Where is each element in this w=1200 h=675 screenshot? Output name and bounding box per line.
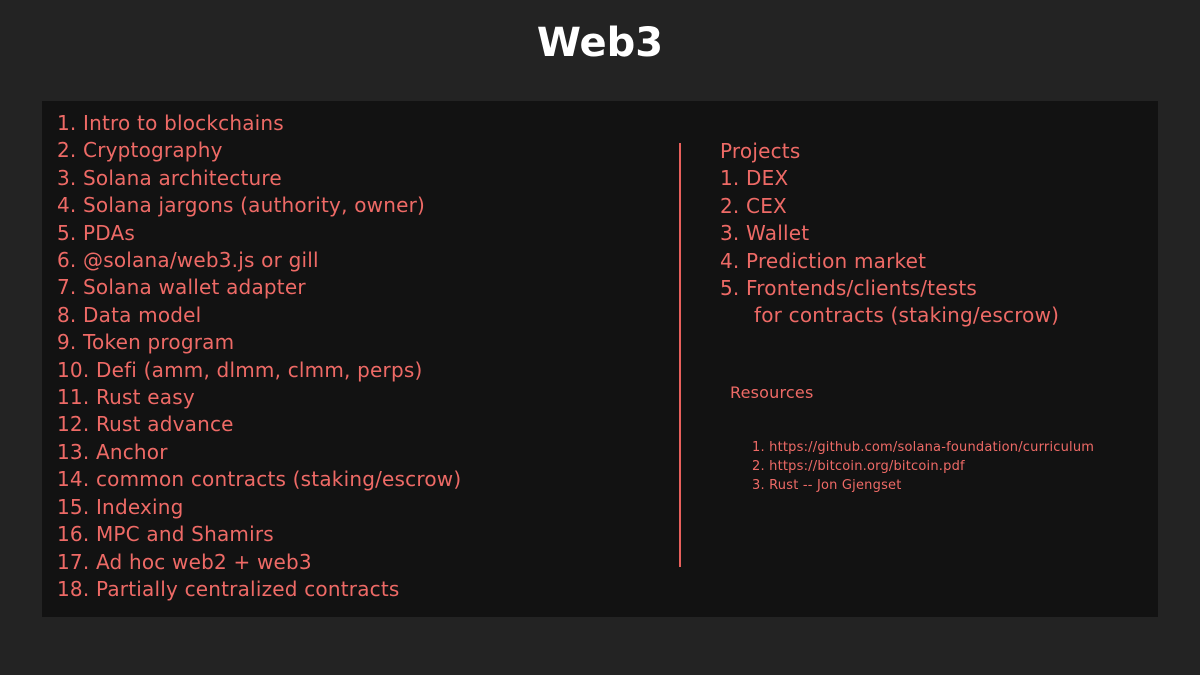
topic-item: 12. Rust advance bbox=[57, 412, 234, 437]
resource-item: 1. https://github.com/solana-foundation/… bbox=[752, 440, 1095, 455]
projects-list: 1. DEX 2. CEX 3. Wallet 4. Prediction ma… bbox=[720, 165, 1059, 329]
topic-item: 4. Solana jargons (authority, owner) bbox=[57, 193, 426, 218]
topic-item: 7. Solana wallet adapter bbox=[57, 275, 306, 300]
topic-item: 14. common contracts (staking/escrow) bbox=[57, 467, 462, 492]
topic-item: 9. Token program bbox=[57, 330, 235, 355]
column-divider bbox=[679, 143, 681, 567]
topic-item: 17. Ad hoc web2 + web3 bbox=[57, 549, 312, 574]
topic-item: 3. Solana architecture bbox=[57, 165, 282, 190]
resource-item: 3. Rust -- Jon Gjengset bbox=[752, 478, 902, 493]
topic-item: 1. Intro to blockchains bbox=[57, 111, 284, 135]
topic-item: 5. PDAs bbox=[57, 220, 136, 245]
page-title: Web3 bbox=[536, 20, 664, 66]
topic-item: 15. Indexing bbox=[57, 494, 184, 519]
topic-item: 16. MPC and Shamirs bbox=[57, 522, 274, 547]
topic-item: 11. Rust easy bbox=[57, 385, 195, 410]
resource-item: 2. https://bitcoin.org/bitcoin.pdf bbox=[752, 459, 965, 474]
resources-list: 1. https://github.com/solana-foundation/… bbox=[752, 438, 1094, 495]
topic-item: 10. Defi (amm, dlmm, clmm, perps) bbox=[57, 357, 423, 382]
project-item: 4. Prediction market bbox=[720, 248, 927, 273]
project-item: 3. Wallet bbox=[720, 221, 810, 246]
whiteboard-canvas: 1. Intro to blockchains 2. Cryptography … bbox=[42, 101, 1158, 617]
project-item: 5. Frontends/clients/tests bbox=[720, 276, 977, 301]
topic-item: 2. Cryptography bbox=[57, 138, 223, 163]
projects-heading: Projects bbox=[720, 139, 801, 163]
project-item: 1. DEX bbox=[720, 166, 789, 191]
topic-item: 18. Partially centralized contracts bbox=[57, 576, 400, 601]
topics-list: 1. Intro to blockchains 2. Cryptography … bbox=[57, 110, 461, 603]
project-item: 2. CEX bbox=[720, 193, 787, 218]
project-item-continuation: for contracts (staking/escrow) bbox=[754, 303, 1060, 328]
topic-item: 13. Anchor bbox=[57, 439, 168, 464]
topic-item: 8. Data model bbox=[57, 302, 202, 327]
resources-heading: Resources bbox=[730, 383, 814, 402]
projects-section: Projects 1. DEX 2. CEX 3. Wallet 4. Pred… bbox=[720, 138, 1059, 330]
topic-item: 6. @solana/web3.js or gill bbox=[57, 248, 319, 273]
